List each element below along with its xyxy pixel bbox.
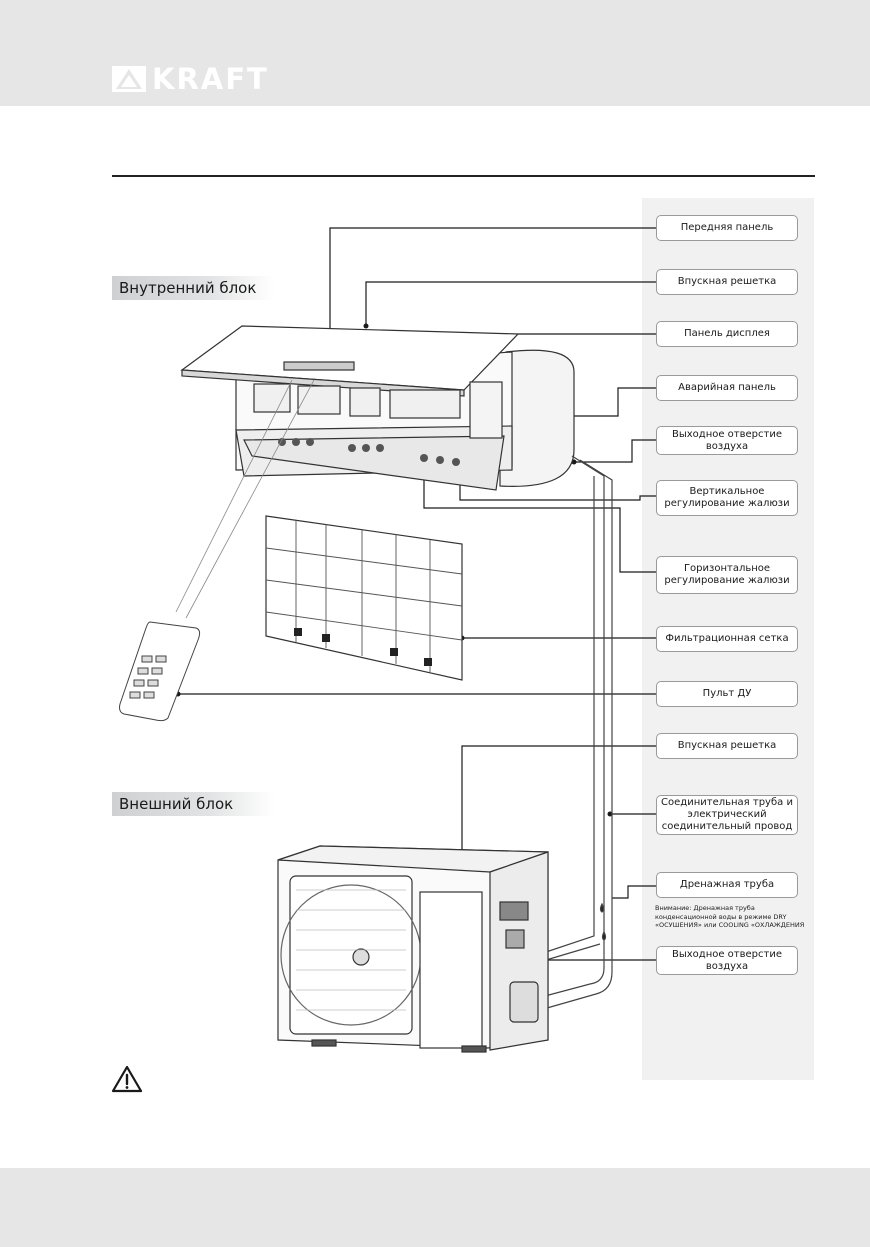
section-outdoor-label: Внешний блок bbox=[112, 792, 274, 816]
kraft-logo-icon bbox=[112, 66, 146, 92]
brand-logo: KRAFT bbox=[112, 62, 269, 96]
callout-remote: Пульт ДУ bbox=[656, 681, 798, 707]
leader-vertical-louver bbox=[459, 478, 656, 501]
callout-intake-grille-outdoor: Впускная решетка bbox=[656, 733, 798, 759]
indoor-unit bbox=[180, 325, 575, 491]
leader-horizontal-louver bbox=[423, 460, 656, 573]
remote-control-illustration bbox=[119, 379, 315, 722]
brand-name: KRAFT bbox=[152, 62, 269, 96]
filter-mesh-illustration bbox=[265, 515, 463, 681]
callout-horizontal-louver: Горизонтальное регулирование жалюзи bbox=[656, 556, 798, 594]
callout-front-panel: Передняя панель bbox=[656, 215, 798, 241]
leader-intake-indoor bbox=[365, 281, 656, 326]
leader-front-panel bbox=[329, 227, 656, 348]
footer-band bbox=[0, 1168, 870, 1247]
leader-drain bbox=[612, 885, 656, 899]
leader-intake-outdoor bbox=[461, 745, 656, 856]
callout-connecting-pipe: Соединительная труба и электрический сое… bbox=[656, 795, 798, 835]
header-rule bbox=[112, 175, 815, 177]
piping-illustration bbox=[529, 455, 613, 1011]
callout-display-panel: Панель дисплея bbox=[656, 321, 798, 347]
callout-vertical-louver: Вертикальное регулирование жалюзи bbox=[656, 480, 798, 516]
section-indoor-label: Внутренний блок bbox=[112, 276, 274, 300]
warning-triangle-icon bbox=[111, 1065, 143, 1093]
callout-emergency-panel: Аварийная панель bbox=[656, 375, 798, 401]
drain-note: Внимание: Дренажная труба конденсационно… bbox=[655, 904, 805, 929]
callout-air-outlet-indoor: Выходное отверстие воздуха bbox=[656, 426, 798, 455]
callout-drain-pipe: Дренажная труба bbox=[656, 872, 798, 898]
callout-air-outlet-outdoor: Выходное отверстие воздуха bbox=[656, 946, 798, 975]
callout-intake-grille-indoor: Впускная решетка bbox=[656, 269, 798, 295]
leader-air-outlet-indoor bbox=[574, 439, 656, 463]
callout-filter-mesh: Фильтрационная сетка bbox=[656, 626, 798, 652]
outdoor-unit bbox=[277, 845, 549, 1053]
